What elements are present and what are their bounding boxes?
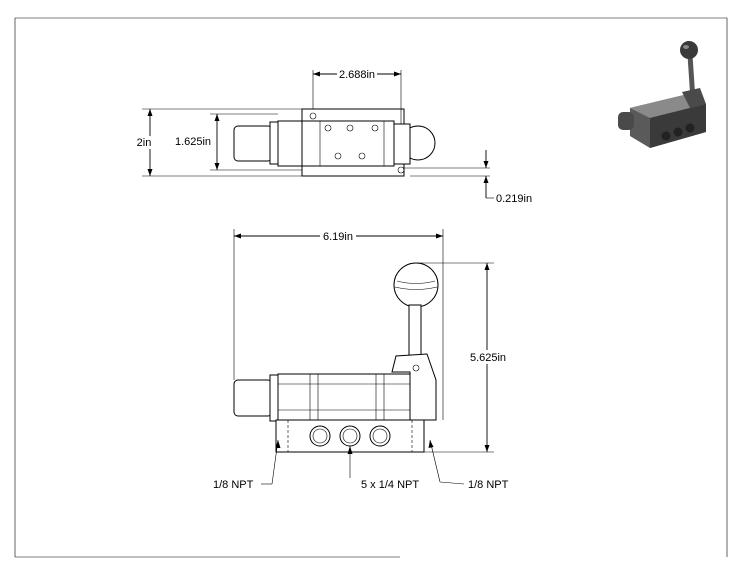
top-lever-block	[393, 123, 411, 165]
sheet-border	[14, 17, 728, 558]
front-cylinder	[233, 379, 273, 417]
front-width-dimension: 6.19in	[323, 231, 353, 243]
front-cylinder-cap	[269, 374, 279, 422]
front-ports	[309, 425, 391, 447]
top-bolt-holes	[309, 112, 405, 174]
top-body-height-dimension: 1.625in	[175, 136, 211, 148]
front-lever-shaft	[408, 304, 422, 356]
front-lever-knob	[393, 262, 439, 308]
top-cylinder-cap	[269, 121, 279, 165]
ports-callout: 5 x 1/4 NPT	[361, 479, 419, 491]
top-total-height-dimension: 2in	[137, 137, 152, 149]
front-view: 6.19in 5.625in 1/8 NPT 5 x 1/4 NPT 1/8 N…	[213, 228, 509, 491]
isometric-view	[618, 41, 706, 148]
top-cylinder	[233, 125, 273, 162]
iso-lever-knob	[680, 41, 698, 59]
left-port-callout: 1/8 NPT	[213, 479, 254, 491]
top-valve-body	[277, 120, 395, 167]
top-width-dimension: 2.688in	[339, 69, 375, 81]
front-valve-body	[277, 373, 411, 421]
top-offset-dimension: 0.219in	[496, 193, 532, 205]
top-view: 2.688in 2in 1.625in 0.219in	[132, 66, 532, 205]
iso-ports	[661, 123, 695, 141]
front-height-dimension: 5.625in	[470, 352, 506, 364]
right-port-callout: 1/8 NPT	[468, 479, 509, 491]
